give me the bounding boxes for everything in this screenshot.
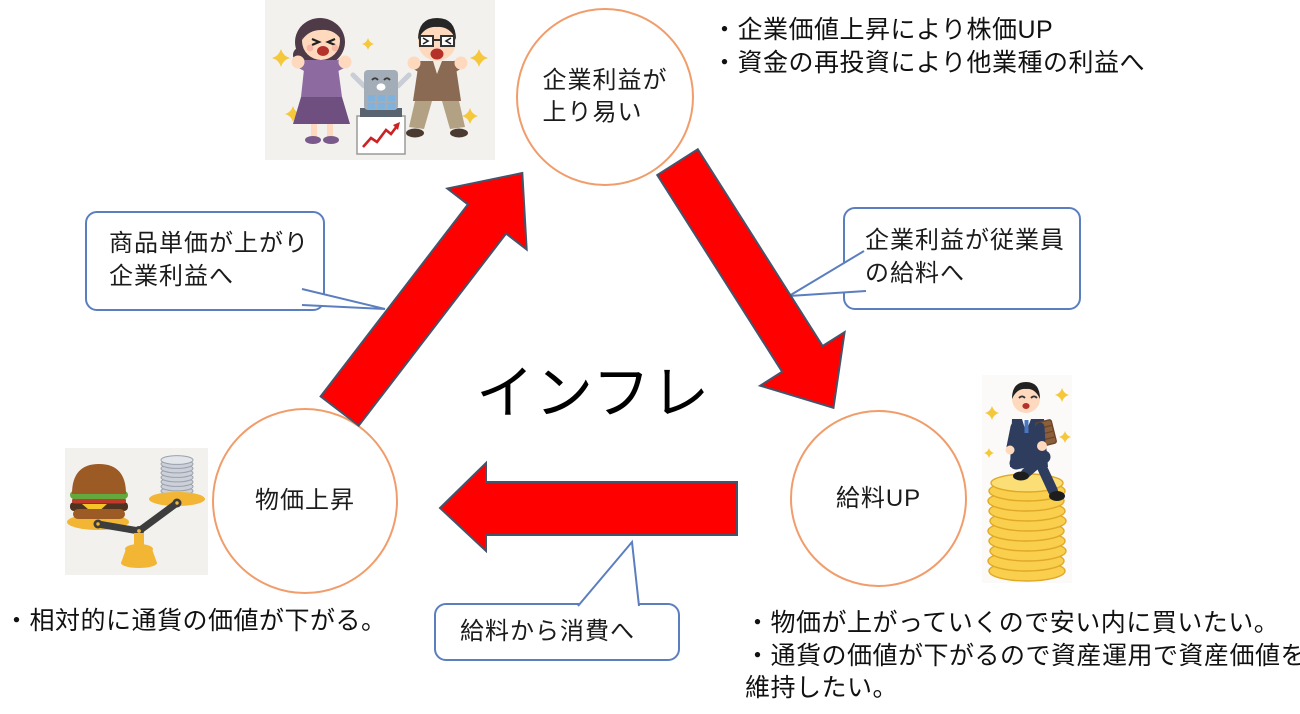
cheering-woman bbox=[291, 18, 352, 144]
diagram-title: インフレ bbox=[476, 361, 711, 426]
cheering-man bbox=[406, 18, 468, 138]
celebrating-people-illustration bbox=[265, 0, 495, 160]
scale-base bbox=[121, 533, 157, 568]
callout-salary-to-consumption-text: 給料から消費へ bbox=[460, 617, 635, 645]
man-on-coins-illustration bbox=[982, 375, 1072, 583]
node-salary-up: 給料UP bbox=[790, 410, 967, 587]
note-line: ・相対的に通貨の価値が下がる。 bbox=[4, 607, 387, 635]
callout-product-price: 商品単価が上がり 企業利益へ bbox=[85, 211, 325, 311]
callout-profit-to-salary-line2: の給料へ bbox=[865, 259, 965, 287]
note-line: ・企業価値上昇により株価UP bbox=[712, 16, 1054, 44]
callout-profit-to-salary: 企業利益が従業員 の給料へ bbox=[843, 207, 1081, 310]
node-price-rise: 物価上昇 bbox=[212, 408, 398, 594]
coin-stack-silver bbox=[160, 455, 194, 496]
note-line: ・資金の再投資により他業種の利益へ bbox=[712, 48, 1146, 77]
note-price-rise: ・相対的に通貨の価値が下がる。 bbox=[4, 605, 387, 638]
company-rising-chart bbox=[350, 70, 412, 155]
balance-scale-svg bbox=[65, 448, 208, 575]
node-price-rise-label: 物価上昇 bbox=[255, 487, 355, 515]
node-corporate-profit-label-line2: 上り易い bbox=[542, 99, 643, 126]
gold-coin-stack bbox=[987, 473, 1067, 582]
note-line: ・通貨の価値が下がるので資産運用で資産価値を維持したい。 bbox=[745, 641, 1300, 703]
hamburger bbox=[70, 464, 128, 519]
note-corporate-profit: ・企業価値上昇により株価UP ・資金の再投資により他業種の利益へ bbox=[712, 14, 1145, 79]
balance-scale-illustration bbox=[65, 448, 208, 575]
note-salary-up: ・物価が上がっていくので安い内に買いたい。 ・通貨の価値が下がるので資産運用で資… bbox=[745, 607, 1300, 705]
arrow-salary-to-price bbox=[438, 460, 738, 554]
note-line: ・物価が上がっていくので安い内に買いたい。 bbox=[745, 609, 1280, 637]
node-corporate-profit-label-line1: 企業利益が bbox=[542, 67, 668, 95]
arrow-price-to-profit bbox=[300, 143, 562, 442]
sitting-businessman bbox=[1005, 382, 1065, 501]
scale-beam bbox=[93, 498, 182, 536]
callout-tail-bottom bbox=[577, 539, 640, 607]
man-on-coins-svg bbox=[982, 375, 1072, 583]
sparkle-icons bbox=[984, 388, 1071, 458]
arrow-profit-to-salary bbox=[635, 135, 875, 434]
celebrating-people-svg bbox=[265, 0, 495, 160]
callout-salary-to-consumption: 給料から消費へ bbox=[434, 603, 680, 661]
callout-profit-to-salary-line1: 企業利益が従業員 bbox=[865, 227, 1065, 254]
callout-product-price-line2: 企業利益へ bbox=[109, 262, 234, 290]
node-corporate-profit: 企業利益が 上り易い bbox=[516, 8, 694, 186]
node-salary-up-label: 給料UP bbox=[835, 484, 922, 512]
callout-product-price-line1: 商品単価が上がり bbox=[109, 230, 309, 257]
